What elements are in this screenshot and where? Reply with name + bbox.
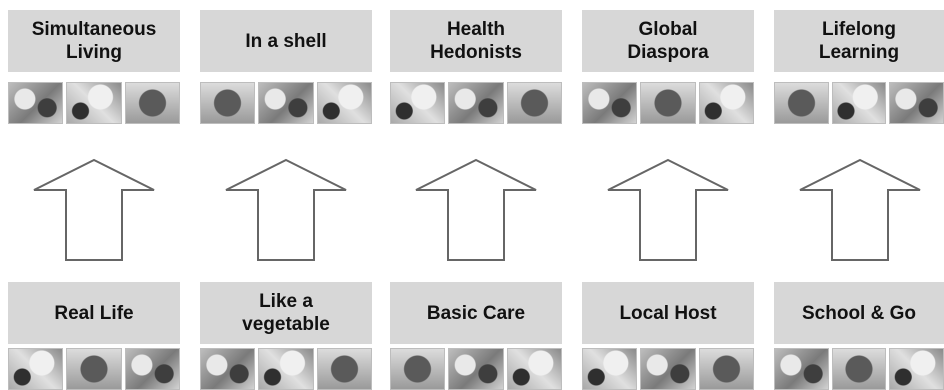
- current-state-card: Basic Care: [390, 282, 562, 390]
- photo-thumbnail-icon: [390, 348, 446, 390]
- photo-strip: [774, 82, 944, 124]
- up-arrow-outline-icon: [607, 158, 729, 261]
- future-state-card: Lifelong Learning: [774, 10, 944, 124]
- photo-thumbnail-icon: [8, 348, 64, 390]
- photo-thumbnail-icon: [448, 348, 504, 390]
- future-state-label: In a shell: [200, 10, 372, 72]
- photo-thumbnail-icon: [124, 348, 180, 390]
- photo-thumbnail-icon: [698, 348, 754, 390]
- photo-thumbnail-icon: [390, 82, 446, 124]
- photo-strip: [8, 82, 180, 124]
- current-state-card: Real Life: [8, 282, 180, 390]
- future-state-label: Health Hedonists: [390, 10, 562, 72]
- photo-thumbnail-icon: [889, 348, 944, 390]
- current-state-card: School & Go: [774, 282, 944, 390]
- up-arrow-outline-icon: [415, 158, 537, 261]
- photo-thumbnail-icon: [66, 348, 122, 390]
- photo-thumbnail-icon: [448, 82, 504, 124]
- photo-thumbnail-icon: [774, 82, 829, 124]
- future-state-card: Health Hedonists: [390, 10, 562, 124]
- photo-thumbnail-icon: [698, 82, 754, 124]
- column-in-a-shell: In a shell Like a vegetable: [200, 0, 372, 390]
- photo-thumbnail-icon: [582, 348, 638, 390]
- future-state-card: Simultaneous Living: [8, 10, 180, 124]
- column-global-diaspora: Global Diaspora Local Host: [582, 0, 754, 390]
- photo-thumbnail-icon: [258, 82, 314, 124]
- column-simultaneous-living: Simultaneous Living Real Life: [8, 0, 180, 390]
- future-state-card: In a shell: [200, 10, 372, 124]
- photo-thumbnail-icon: [582, 82, 638, 124]
- photo-thumbnail-icon: [774, 348, 829, 390]
- up-arrow-outline-icon: [799, 158, 921, 261]
- photo-strip: [582, 82, 754, 124]
- future-state-label: Global Diaspora: [582, 10, 754, 72]
- photo-thumbnail-icon: [258, 348, 314, 390]
- photo-thumbnail-icon: [506, 82, 562, 124]
- column-lifelong-learning: Lifelong Learning School & Go: [774, 0, 944, 390]
- current-state-card: Like a vegetable: [200, 282, 372, 390]
- photo-thumbnail-icon: [640, 82, 696, 124]
- photo-strip: [200, 348, 372, 390]
- up-arrow-outline-icon: [225, 158, 347, 261]
- photo-strip: [390, 82, 562, 124]
- current-state-label: Local Host: [582, 282, 754, 344]
- photo-thumbnail-icon: [506, 348, 562, 390]
- current-state-card: Local Host: [582, 282, 754, 390]
- photo-strip: [8, 348, 180, 390]
- photo-thumbnail-icon: [889, 82, 944, 124]
- photo-thumbnail-icon: [640, 348, 696, 390]
- future-state-label: Simultaneous Living: [8, 10, 180, 72]
- photo-thumbnail-icon: [124, 82, 180, 124]
- photo-thumbnail-icon: [200, 348, 256, 390]
- photo-thumbnail-icon: [316, 82, 372, 124]
- future-state-label: Lifelong Learning: [774, 10, 944, 72]
- future-state-card: Global Diaspora: [582, 10, 754, 124]
- photo-strip: [774, 348, 944, 390]
- photo-strip: [200, 82, 372, 124]
- photo-thumbnail-icon: [8, 82, 64, 124]
- up-arrow-outline-icon: [33, 158, 155, 261]
- photo-thumbnail-icon: [66, 82, 122, 124]
- current-state-label: School & Go: [774, 282, 944, 344]
- photo-strip: [582, 348, 754, 390]
- current-state-label: Like a vegetable: [200, 282, 372, 344]
- photo-thumbnail-icon: [831, 348, 887, 390]
- photo-thumbnail-icon: [831, 82, 887, 124]
- photo-thumbnail-icon: [200, 82, 256, 124]
- column-health-hedonists: Health Hedonists Basic Care: [390, 0, 562, 390]
- photo-thumbnail-icon: [316, 348, 372, 390]
- photo-strip: [390, 348, 562, 390]
- current-state-label: Real Life: [8, 282, 180, 344]
- current-state-label: Basic Care: [390, 282, 562, 344]
